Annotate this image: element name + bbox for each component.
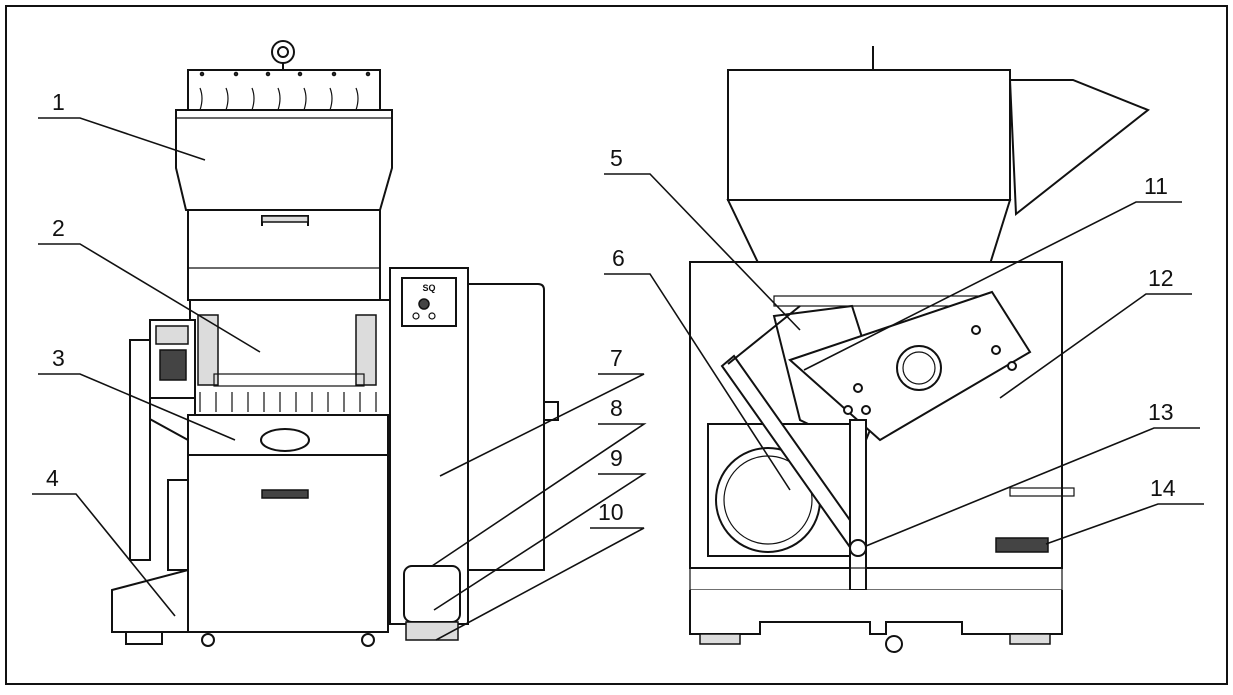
hopper-throat — [187, 209, 381, 301]
inspection-window — [260, 428, 310, 452]
lower-cabinet — [187, 454, 389, 633]
figure-border — [5, 5, 1228, 685]
side-caster — [885, 635, 903, 653]
latch — [995, 537, 1049, 553]
callout-1: 1 — [52, 89, 65, 115]
side-base — [689, 590, 1063, 635]
screen-cradle — [187, 414, 389, 456]
side-hopper — [727, 69, 1011, 201]
callout-11: 11 — [1144, 173, 1168, 199]
callout-6: 6 — [612, 245, 625, 271]
hopper-top — [187, 69, 381, 111]
callout-5: 5 — [610, 145, 623, 171]
cabinet-handle — [261, 489, 309, 499]
side-view — [689, 46, 1150, 653]
callout-7: 7 — [610, 345, 623, 371]
foot-left — [125, 631, 163, 645]
callout-14: 14 — [1150, 475, 1176, 501]
motor-housing — [467, 283, 545, 571]
panel-brand-text: SQ — [422, 283, 435, 293]
callout-9: 9 — [610, 445, 623, 471]
rotor — [896, 345, 942, 391]
callout-4: 4 — [46, 465, 59, 491]
callout-3: 3 — [52, 345, 65, 371]
callout-2: 2 — [52, 215, 65, 241]
lifting-eye — [271, 40, 295, 64]
hopper — [175, 109, 393, 211]
left-frame — [129, 339, 151, 561]
control-cabinet — [389, 267, 469, 625]
side-hopper-chute — [1008, 79, 1150, 216]
foot-motor-base — [403, 565, 461, 623]
caster — [361, 633, 375, 647]
callout-13: 13 — [1148, 399, 1174, 425]
base-block — [111, 568, 189, 633]
front-view: SQ — [111, 40, 559, 647]
support-post — [849, 419, 867, 591]
callout-10: 10 — [598, 499, 624, 525]
callout-8: 8 — [610, 395, 623, 421]
callout-12: 12 — [1148, 265, 1174, 291]
caster — [201, 633, 215, 647]
callout-labels: 1 2 3 4 5 6 7 8 9 10 11 12 13 — [32, 89, 1204, 641]
pivot-pin — [849, 539, 867, 557]
